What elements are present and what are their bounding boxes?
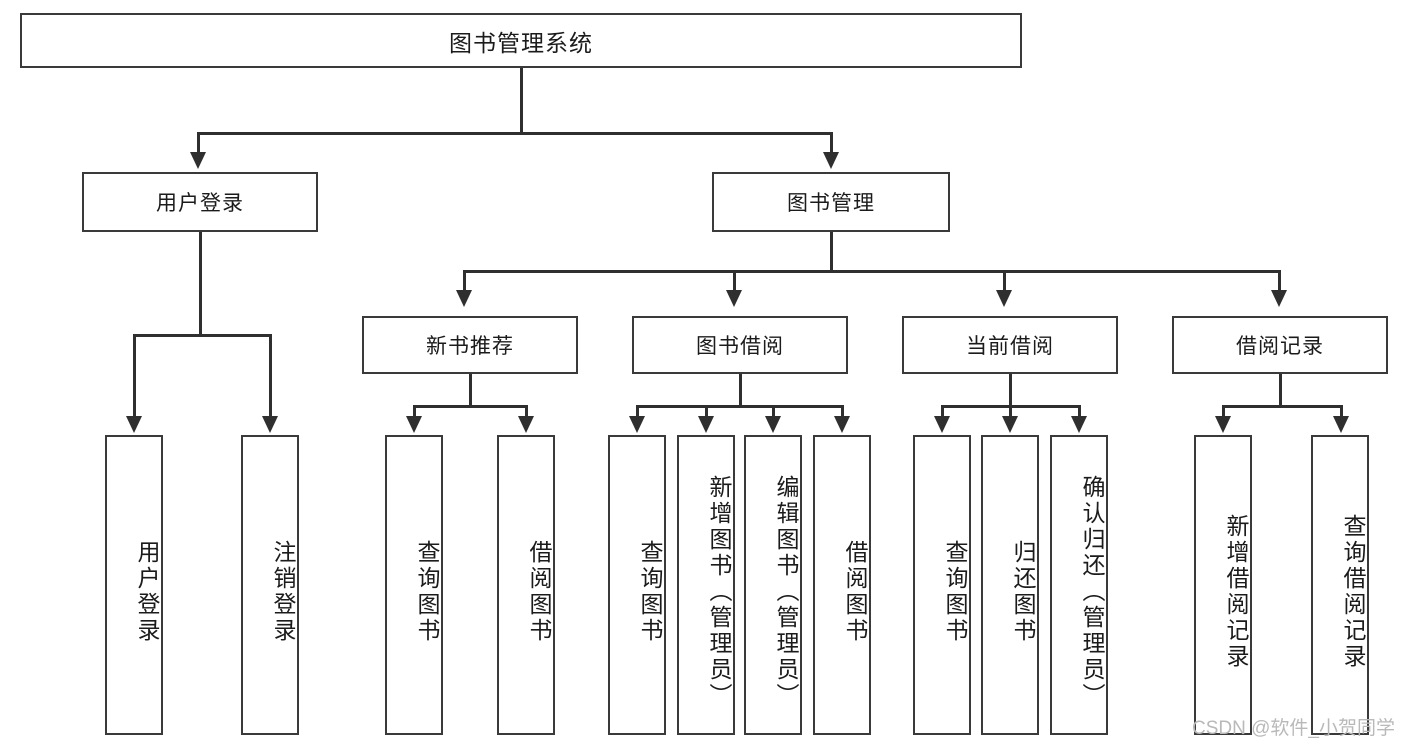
leaf-borrow-query-book[interactable]: 查询图书 — [608, 435, 666, 735]
arrow-to-logout-leaf — [262, 416, 278, 433]
csdn-watermark: CSDN @软件_小贺同学 — [1192, 718, 1395, 739]
leaf-label: 编辑图书（管理员） — [773, 475, 799, 709]
arrow-to-new-book-recommend — [456, 290, 472, 307]
leaf-label: 确认归还（管理员） — [1079, 475, 1105, 709]
connector-current-drop-3 — [1078, 405, 1081, 418]
leaf-label: 注销登录 — [270, 540, 296, 644]
node-label: 图书管理系统 — [449, 29, 593, 56]
connector-recommend-drop-1 — [413, 405, 416, 418]
connector-record-drop-1 — [1222, 405, 1225, 418]
connector-userlogin-drop-2 — [269, 334, 272, 418]
leaf-logout[interactable]: 注销登录 — [241, 435, 299, 735]
arrow-to-borrow-leaf-4 — [834, 416, 850, 433]
leaf-current-return-book[interactable]: 归还图书 — [981, 435, 1039, 735]
node-book-manage[interactable]: 图书管理 — [712, 172, 950, 232]
connector-root-drop-right — [830, 132, 833, 154]
connector-bookmanage-bus — [463, 270, 1278, 273]
arrow-to-current-leaf-2 — [1002, 416, 1018, 433]
node-current-borrow[interactable]: 当前借阅 — [902, 316, 1118, 374]
node-user-login[interactable]: 用户登录 — [82, 172, 318, 232]
arrow-to-borrow-leaf-2 — [698, 416, 714, 433]
arrow-to-record-leaf-2 — [1333, 416, 1349, 433]
arrow-to-record-leaf-1 — [1215, 416, 1231, 433]
leaf-label: 查询图书 — [942, 540, 968, 644]
node-borrow-record[interactable]: 借阅记录 — [1172, 316, 1388, 374]
connector-bookmanage-drop-3 — [1003, 270, 1006, 292]
node-book-borrow[interactable]: 图书借阅 — [632, 316, 848, 374]
connector-userlogin-drop-1 — [133, 334, 136, 418]
connector-root-drop-left — [197, 132, 200, 154]
arrow-to-user-login-leaf — [126, 416, 142, 433]
arrow-to-borrow-leaf-1 — [629, 416, 645, 433]
connector-root-stem — [520, 68, 523, 133]
leaf-record-add[interactable]: 新增借阅记录 — [1194, 435, 1252, 735]
node-label: 借阅记录 — [1236, 335, 1324, 358]
leaf-label: 借阅图书 — [526, 540, 552, 644]
connector-borrow-drop-4 — [841, 405, 844, 418]
leaf-label: 归还图书 — [1010, 540, 1036, 644]
connector-current-drop-2 — [1009, 405, 1012, 418]
connector-current-drop-1 — [941, 405, 944, 418]
node-root-system[interactable]: 图书管理系统 — [20, 13, 1022, 68]
connector-bookmanage-drop-2 — [733, 270, 736, 292]
connector-record-drop-2 — [1340, 405, 1343, 418]
arrow-to-current-leaf-1 — [934, 416, 950, 433]
arrow-to-recommend-leaf-1 — [406, 416, 422, 433]
leaf-record-query[interactable]: 查询借阅记录 — [1311, 435, 1369, 735]
connector-recommend-drop-2 — [525, 405, 528, 418]
leaf-borrow-borrow-book[interactable]: 借阅图书 — [813, 435, 871, 735]
connector-borrow-stem — [739, 374, 742, 406]
connector-borrow-bus — [636, 405, 841, 408]
leaf-label: 查询借阅记录 — [1340, 514, 1366, 670]
arrow-to-current-leaf-3 — [1071, 416, 1087, 433]
connector-userlogin-bus — [133, 334, 269, 337]
connector-record-bus — [1222, 405, 1340, 408]
connector-root-bus — [197, 132, 833, 135]
leaf-label: 查询图书 — [637, 540, 663, 644]
connector-bookmanage-drop-1 — [463, 270, 466, 292]
leaf-current-query-book[interactable]: 查询图书 — [913, 435, 971, 735]
connector-recommend-bus — [413, 405, 525, 408]
leaf-borrow-add-book[interactable]: 新增图书（管理员） — [677, 435, 735, 735]
leaf-label: 借阅图书 — [842, 540, 868, 644]
arrow-to-borrow-record — [1271, 290, 1287, 307]
connector-recommend-stem — [469, 374, 472, 406]
connector-borrow-drop-2 — [705, 405, 708, 418]
leaf-current-confirm-return[interactable]: 确认归还（管理员） — [1050, 435, 1108, 735]
node-label: 用户登录 — [156, 192, 244, 215]
connector-borrow-drop-3 — [772, 405, 775, 418]
node-label: 图书管理 — [787, 192, 875, 215]
connector-current-stem — [1009, 374, 1012, 406]
node-label: 图书借阅 — [696, 335, 784, 358]
arrow-to-book-manage — [823, 152, 839, 169]
connector-borrow-drop-1 — [636, 405, 639, 418]
connector-bookmanage-stem — [830, 232, 833, 272]
arrow-to-user-login — [190, 152, 206, 169]
leaf-borrow-edit-book[interactable]: 编辑图书（管理员） — [744, 435, 802, 735]
connector-record-stem — [1279, 374, 1282, 406]
arrow-to-current-borrow — [996, 290, 1012, 307]
leaf-recommend-query-book[interactable]: 查询图书 — [385, 435, 443, 735]
arrow-to-book-borrow — [726, 290, 742, 307]
leaf-label: 查询图书 — [414, 540, 440, 644]
leaf-label: 新增图书（管理员） — [706, 475, 732, 709]
connector-userlogin-stem — [199, 232, 202, 335]
arrow-to-recommend-leaf-2 — [518, 416, 534, 433]
connector-bookmanage-drop-4 — [1278, 270, 1281, 292]
leaf-recommend-borrow-book[interactable]: 借阅图书 — [497, 435, 555, 735]
node-label: 新书推荐 — [426, 335, 514, 358]
node-label: 当前借阅 — [966, 335, 1054, 358]
arrow-to-borrow-leaf-3 — [765, 416, 781, 433]
leaf-user-login[interactable]: 用户登录 — [105, 435, 163, 735]
node-new-book-recommend[interactable]: 新书推荐 — [362, 316, 578, 374]
leaf-label: 用户登录 — [134, 540, 160, 644]
leaf-label: 新增借阅记录 — [1223, 514, 1249, 670]
